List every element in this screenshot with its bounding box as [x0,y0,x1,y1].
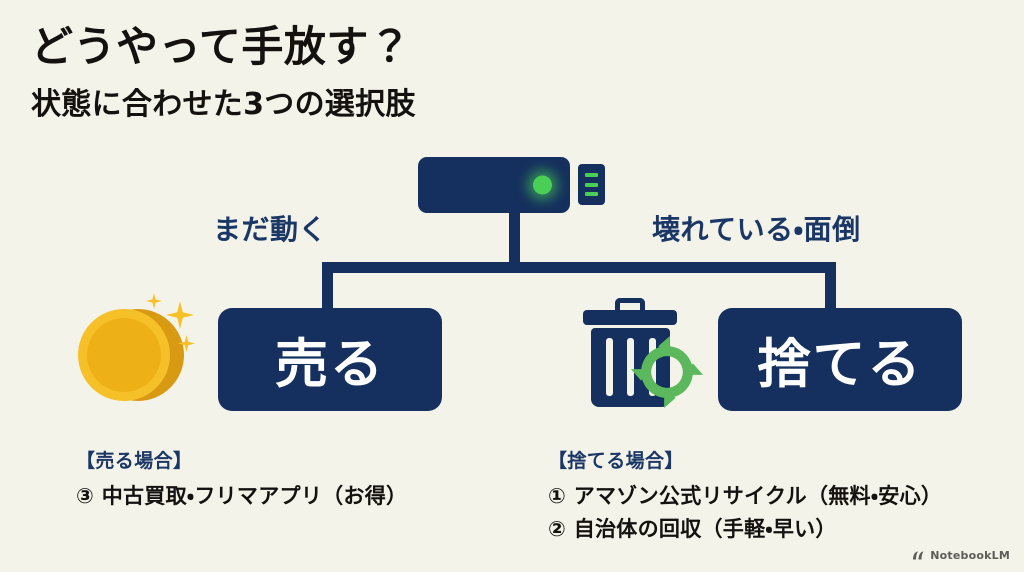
page-title: どうやって手放す？ [31,22,412,71]
action-box-discard[interactable]: 捨てる [718,308,962,411]
note-item: ② 自治体の回収（手軽・早い） [548,516,837,541]
trash-slot-line [648,338,656,396]
note-item: ③ 中古買取・フリマアプリ（お得） [76,484,408,508]
trash-slot-line [627,338,634,396]
watermark-label: NotebookLM [930,549,1010,562]
note-item: ① アマゾン公式リサイクル（無料・安心） [548,484,943,508]
coin-face-shape [78,309,170,401]
led-indicator-icon [533,175,552,195]
note-heading: 【売る場合】 [76,450,193,472]
branch-label-broken: 壊れている・面倒 [652,213,861,246]
trash-handle-shape [615,298,645,312]
connector-stem [509,213,520,265]
connector-left-drop [322,262,333,312]
coin-inner-shape [87,318,161,392]
note-block-discard: 【捨てる場合】 ① アマゾン公式リサイクル（無料・安心） ② 自治体の回収（手軽… [548,446,942,545]
connector-right-drop [825,262,836,312]
port-dash-icon [585,172,598,177]
notebooklm-logo-icon [913,551,924,560]
branch-label-still-works: まだ動く [213,213,328,246]
trash-recycle-icon [572,298,712,410]
port-dash-icon [585,182,598,187]
action-box-sell[interactable]: 売る [218,308,442,411]
device-port-icon [578,164,605,205]
watermark: NotebookLM [912,549,1010,562]
recycle-arrows-icon [631,336,703,408]
action-box-sell-label: 売る [275,333,385,395]
connector-crossbar [322,262,836,273]
note-heading: 【捨てる場合】 [548,450,684,472]
action-box-discard-label: 捨てる [757,333,923,395]
port-dash-icon [585,192,598,197]
page-subtitle: 状態に合わせた3つの選択肢 [31,87,416,122]
trash-lid-shape [583,310,677,325]
device-icon [418,157,570,213]
coin-icon [70,293,210,415]
sparkle-icon [146,293,162,309]
note-block-sell: 【売る場合】 ③ 中古買取・フリマアプリ（お得） [76,446,407,513]
trash-slot-line [605,338,613,396]
